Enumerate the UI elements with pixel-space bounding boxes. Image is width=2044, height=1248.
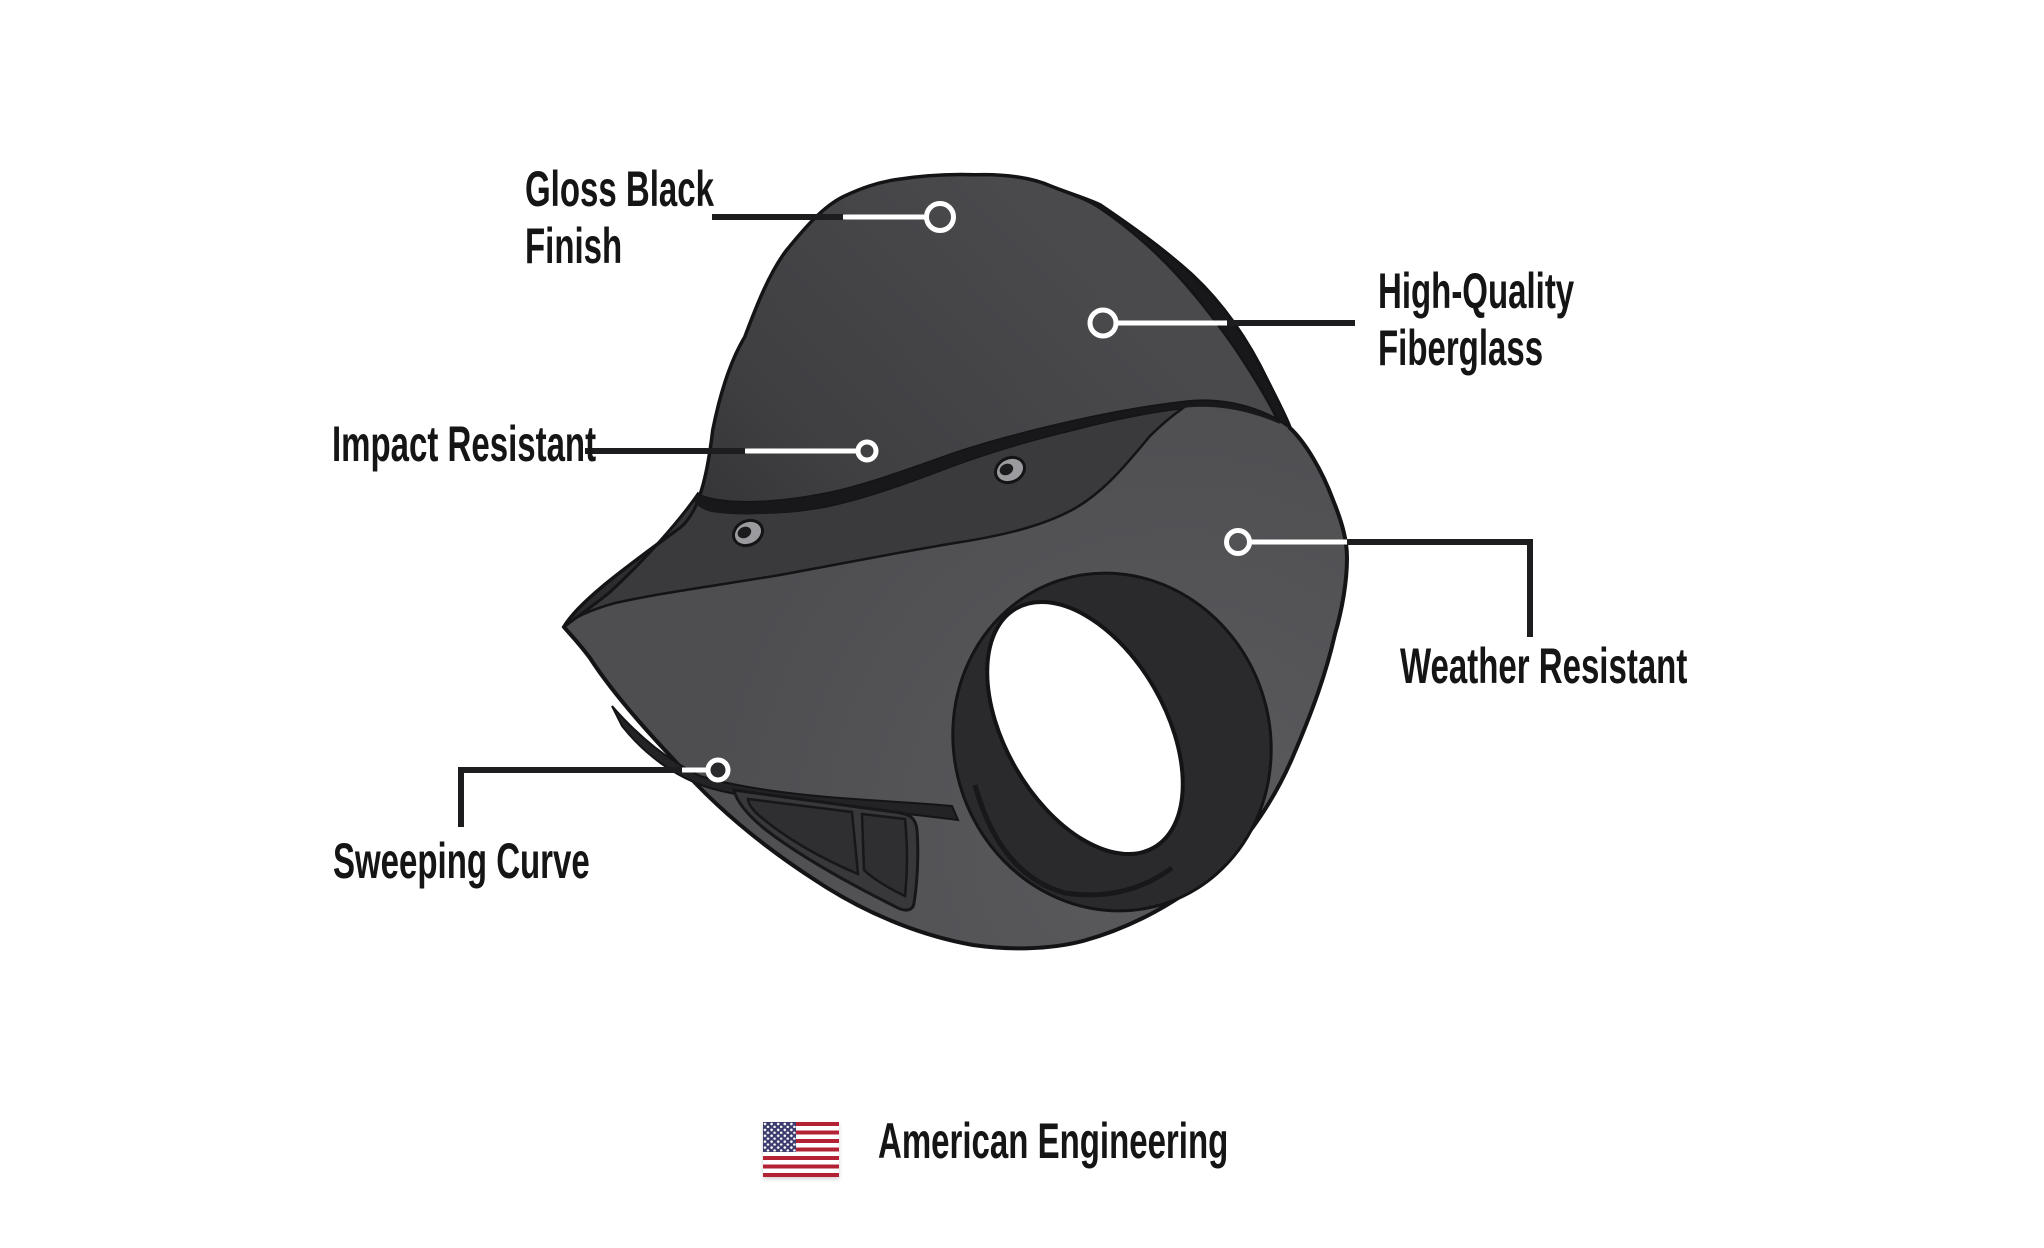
headlight-ring-rim-line — [972, 784, 1174, 898]
seam-band — [694, 400, 1280, 515]
feature-label-weather-resistant: Weather Resistant — [1400, 638, 1687, 695]
feature-label-high-quality-fiberglass: High-Quality Fiberglass — [1378, 263, 1574, 377]
footer-tagline: American Engineering — [878, 1113, 1228, 1170]
feature-label-line: Impact Resistant — [332, 416, 597, 472]
vent-panel-right — [860, 812, 909, 898]
headlight-opening — [985, 599, 1185, 857]
leader-lines — [458, 201, 1533, 827]
rivet-right — [993, 455, 1027, 485]
marker-impact-resistant — [855, 439, 879, 463]
feature-label-sweeping-curve: Sweeping Curve — [333, 833, 590, 890]
vent-panel-left — [746, 797, 860, 876]
feature-label-gloss-black-finish: Gloss Black Finish — [525, 161, 714, 275]
marker-gloss-black-finish — [924, 201, 956, 233]
footer-tagline-text: American Engineering — [878, 1113, 1229, 1169]
marker-sweeping-curve — [705, 757, 731, 783]
feature-label-line: High-Quality — [1378, 263, 1575, 319]
marker-high-quality-fiberglass — [1087, 307, 1119, 339]
marker-weather-resistant — [1224, 528, 1252, 556]
us-flag-canton — [763, 1122, 796, 1152]
feature-label-line: Weather Resistant — [1400, 638, 1688, 694]
feature-label-line: Fiberglass — [1378, 320, 1544, 376]
rivet-left — [731, 518, 765, 548]
us-flag-icon — [763, 1122, 839, 1177]
feature-label-impact-resistant: Impact Resistant — [332, 416, 596, 473]
feature-label-line: Finish — [525, 218, 623, 274]
feature-label-line: Gloss Black — [525, 161, 714, 217]
feature-label-line: Sweeping Curve — [333, 833, 590, 889]
